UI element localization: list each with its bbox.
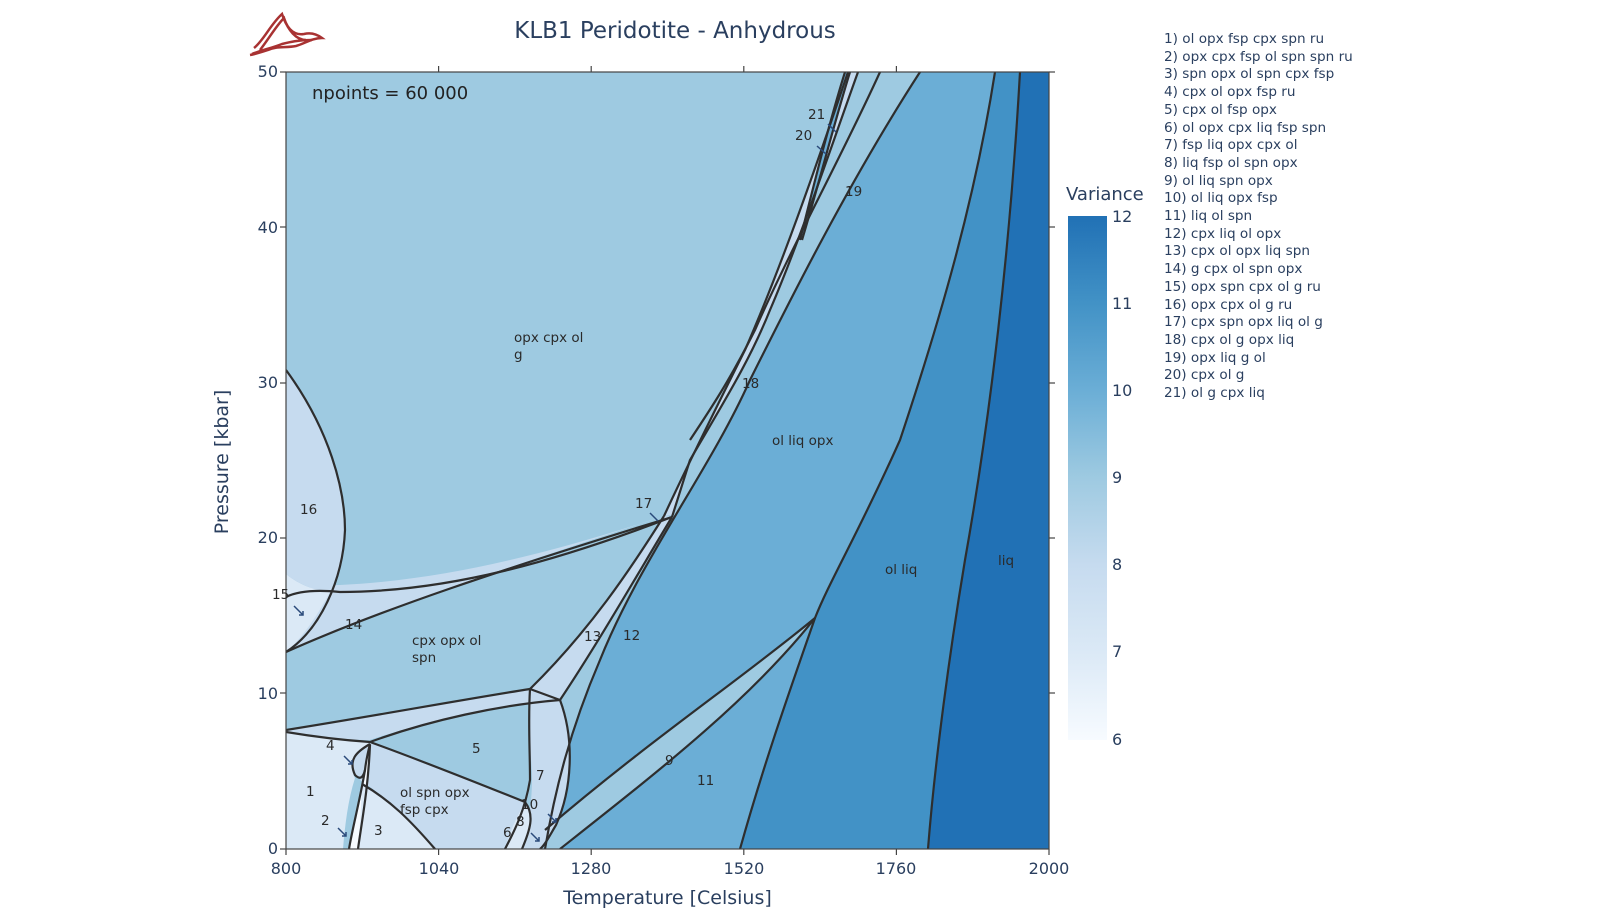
- legend-item: 13) cpx ol opx liq spn: [1164, 243, 1310, 260]
- legend-item: 17) cpx spn opx liq ol g: [1164, 314, 1323, 331]
- y-tick: 30: [257, 373, 278, 392]
- colorbar-tick: 10: [1112, 381, 1133, 400]
- region-number: 16: [300, 502, 318, 518]
- field-label-liq: liq: [998, 553, 1015, 569]
- colorbar-tick: 11: [1112, 294, 1133, 313]
- field-14: [286, 516, 664, 652]
- region-number: 10: [521, 797, 539, 813]
- x-axis-label: Temperature [Celsius]: [563, 887, 772, 909]
- x-tick: 2000: [1028, 859, 1070, 878]
- region-number: 11: [697, 773, 715, 789]
- legend-item: 5) cpx ol fsp opx: [1164, 101, 1277, 118]
- field-liq: [928, 72, 1049, 849]
- y-tick: 10: [257, 684, 278, 703]
- mountain-wave-logo: [249, 11, 326, 57]
- legend-item: 2) opx cpx fsp ol spn spn ru: [1164, 48, 1353, 65]
- legend-item: 4) cpx ol opx fsp ru: [1164, 84, 1296, 101]
- field-7: [520, 689, 570, 849]
- colorbar-tick: 9: [1112, 468, 1123, 487]
- field-lowP-band: [286, 689, 560, 740]
- field-label-ol-liq-opx: ol liq opx: [772, 433, 834, 449]
- region-number: 14: [345, 617, 363, 633]
- axes-frame: [280, 66, 1055, 855]
- chart-title: KLB1 Peridotite - Anhydrous: [514, 18, 836, 44]
- y-tick: 20: [257, 528, 278, 547]
- region-number: 18: [742, 376, 760, 392]
- colorbar-tick: 6: [1112, 730, 1123, 749]
- x-tick: 1520: [723, 859, 765, 878]
- legend-item: 9) ol liq spn opx: [1164, 172, 1273, 189]
- region-number: 12: [623, 628, 641, 644]
- field-16: [286, 370, 345, 592]
- y-tick: 40: [257, 218, 278, 237]
- legend-item: 14) g cpx ol spn opx: [1164, 261, 1303, 278]
- legend-item: 10) ol liq opx fsp: [1164, 190, 1278, 207]
- plot-area: [286, 72, 1049, 849]
- region-number: 15: [272, 587, 290, 603]
- legend-item: 7) fsp liq opx cpx ol: [1164, 137, 1298, 154]
- region-number: 19: [845, 184, 863, 200]
- region-number: 21: [808, 107, 826, 123]
- region-number: 5: [472, 741, 481, 757]
- field-ol-spn-opx-fsp-cpx: [360, 742, 525, 849]
- phase-boundaries: [286, 72, 1022, 849]
- region-number: 1: [306, 784, 315, 800]
- region-number: 20: [795, 128, 813, 144]
- region-number: 8: [516, 814, 525, 830]
- y-axis-label: Pressure [kbar]: [211, 389, 233, 535]
- field-4-lobe: [352, 744, 370, 778]
- field-label-ol-liq: ol liq: [885, 562, 918, 578]
- legend-item: 20) cpx ol g: [1164, 367, 1245, 384]
- colorbar-tick: 12: [1112, 207, 1133, 226]
- region-number: 6: [503, 825, 512, 841]
- legend-item: 15) opx spn cpx ol g ru: [1164, 278, 1321, 295]
- legend-item: 16) opx cpx ol g ru: [1164, 296, 1293, 313]
- x-tick: 1760: [875, 859, 917, 878]
- x-tick: 1280: [570, 859, 612, 878]
- legend-item: 12) cpx liq ol opx: [1164, 225, 1282, 242]
- y-tick: 0: [267, 839, 278, 858]
- legend-item: 11) liq ol spn: [1164, 208, 1253, 225]
- region-number: 4: [326, 738, 335, 754]
- npoints-label: npoints = 60 000: [312, 83, 469, 104]
- legend-item: 1) ol opx fsp cpx spn ru: [1164, 31, 1325, 47]
- y-tick: 50: [257, 62, 278, 81]
- legend-item: 3) spn opx ol spn cpx fsp: [1164, 66, 1335, 83]
- colorbar-gradient: [1068, 216, 1107, 740]
- legend-item: 6) ol opx cpx liq fsp spn: [1164, 119, 1327, 136]
- field-18: [664, 72, 858, 516]
- x-tick: 1040: [418, 859, 460, 878]
- field-5: [370, 700, 560, 802]
- region-number: 2: [321, 813, 330, 829]
- legend-item: 19) opx liq g ol: [1164, 349, 1266, 366]
- region-number: 7: [536, 768, 545, 784]
- region-number: 3: [374, 823, 383, 839]
- legend-item: 21) ol g cpx liq: [1164, 385, 1265, 402]
- field-9: [545, 618, 815, 849]
- region-number: 17: [635, 496, 653, 512]
- field-3: [358, 784, 435, 849]
- annotation-arrows: [293, 123, 837, 842]
- region-number: 9: [665, 753, 674, 769]
- region-number: 13: [584, 629, 602, 645]
- legend-item: 8) liq fsp ol spn opx: [1164, 154, 1298, 171]
- legend-item: 18) cpx ol g opx liq: [1164, 331, 1295, 348]
- field-13: [530, 516, 672, 700]
- colorbar-tick: 7: [1112, 642, 1123, 661]
- x-tick: 800: [270, 859, 302, 878]
- assemblage-legend: 1) ol opx fsp cpx spn ru 2) opx cpx fsp …: [1164, 31, 1353, 403]
- colorbar-tick: 8: [1112, 555, 1123, 574]
- colorbar-title: Variance: [1066, 184, 1144, 205]
